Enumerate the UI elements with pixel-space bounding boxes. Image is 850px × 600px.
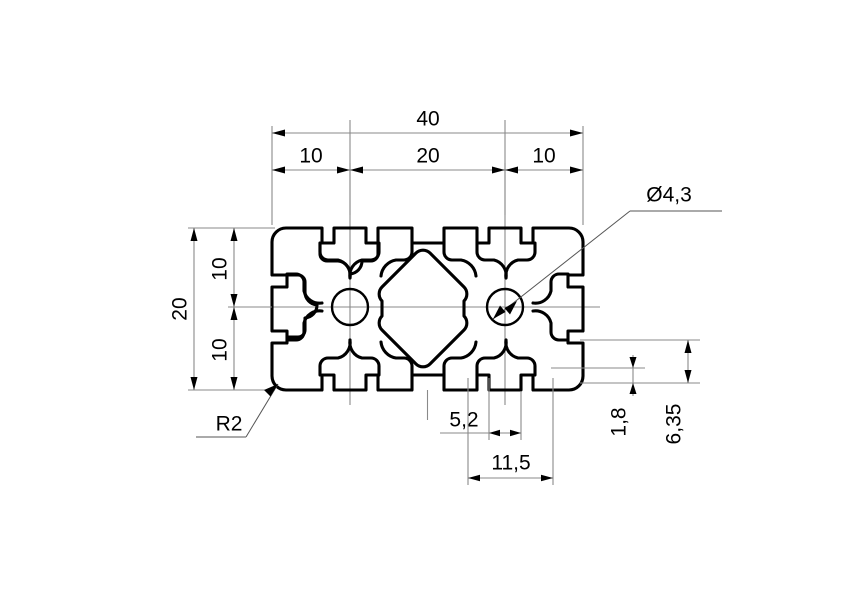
profile-web-top-right-left	[475, 241, 508, 280]
arrow-lip-thickness-top	[629, 357, 637, 368]
arrow-overall-height-bottom	[190, 377, 198, 390]
profile-web-bottom-left-right	[348, 338, 381, 377]
profile-web-top-right-right	[504, 241, 537, 280]
arrow-chain-far-right	[570, 166, 583, 174]
arrow-slot-depth-bottom	[684, 370, 692, 383]
leader-line-bore-diameter	[492, 210, 631, 320]
extrusion-profile-group	[270, 226, 585, 392]
profile-web-bottom-center-right	[442, 340, 478, 377]
arrow-overall-height-top	[190, 228, 198, 241]
left-dimensions-group: 20 10 10	[169, 227, 275, 391]
profile-web-top-center-right	[442, 241, 478, 278]
arrow-slot-depth-top	[684, 340, 692, 353]
arrow-chain-l1-right	[337, 166, 350, 174]
profile-web-top-left	[318, 241, 352, 280]
left-core-bore-circle	[330, 287, 370, 327]
profile-web-top-left-right	[348, 241, 381, 280]
leader-notes-group: Ø4,3 R2	[196, 184, 722, 438]
profile-web-right-upper	[531, 272, 570, 305]
profile-web-bottom-right-left	[475, 338, 508, 377]
dim-text-corner-radius: R2	[216, 413, 243, 436]
arrow-bore-diameter-start	[493, 305, 506, 319]
arrow-slot-inner-right	[541, 474, 553, 482]
arrow-height-lower-top	[230, 307, 238, 320]
profile-web-bottom-left	[318, 338, 352, 377]
dim-text-slot-inner-width: 11,5	[491, 452, 530, 475]
arrow-slot-opening-left	[489, 429, 500, 437]
arrow-height-lower-bottom	[230, 377, 238, 390]
arrow-lip-thickness-bottom	[629, 383, 637, 394]
profile-web-top-center-left	[379, 241, 414, 278]
dim-text-width-right-segment: 10	[532, 145, 555, 168]
dim-text-width-left-segment: 10	[299, 145, 322, 168]
dim-text-bore-diameter: Ø4,3	[646, 184, 692, 207]
dim-text-overall-height: 20	[169, 297, 192, 320]
profile-web-left-lower	[285, 309, 324, 342]
profile-web-bottom-center-left	[379, 340, 414, 377]
dim-text-width-center-segment: 20	[416, 145, 439, 168]
top-dimensions-group: 40 10 20 10	[271, 108, 584, 225]
arrow-slot-opening-right	[510, 429, 521, 437]
arrow-chain-far-left	[272, 166, 285, 174]
arrow-height-upper-top	[230, 228, 238, 241]
dim-text-slot-depth: 6,35	[663, 404, 686, 445]
arrow-bore-diameter-end	[504, 301, 517, 315]
profile-web-right-lower	[531, 309, 570, 342]
dim-text-slot-lip-thickness: 1,8	[608, 407, 631, 436]
arrow-height-upper-bottom	[230, 294, 238, 307]
t-slot-cavity-left-side	[285, 273, 319, 339]
dim-text-overall-width: 40	[416, 108, 439, 131]
arrow-chain-r1-left	[505, 166, 518, 174]
profile-web-left-upper	[285, 272, 324, 305]
dim-text-slot-opening: 5,2	[449, 409, 478, 432]
arrow-overall-width-left	[272, 129, 285, 137]
bottom-dimensions-group: 5,2 11,5	[440, 378, 554, 485]
center-octagonal-bore	[377, 248, 469, 369]
dim-text-height-lower-segment: 10	[209, 338, 232, 361]
arrow-overall-width-right	[570, 129, 583, 137]
arrow-chain-c-right	[492, 166, 505, 174]
dim-text-height-upper-segment: 10	[209, 257, 232, 280]
arrow-slot-inner-left	[468, 474, 480, 482]
right-core-bore-circle	[485, 287, 525, 327]
right-dimensions-group: 1,8 6,35	[551, 339, 700, 445]
arrow-chain-c-left	[350, 166, 363, 174]
arrow-corner-radius	[264, 384, 278, 397]
profile-web-bottom-right-right	[504, 338, 537, 377]
